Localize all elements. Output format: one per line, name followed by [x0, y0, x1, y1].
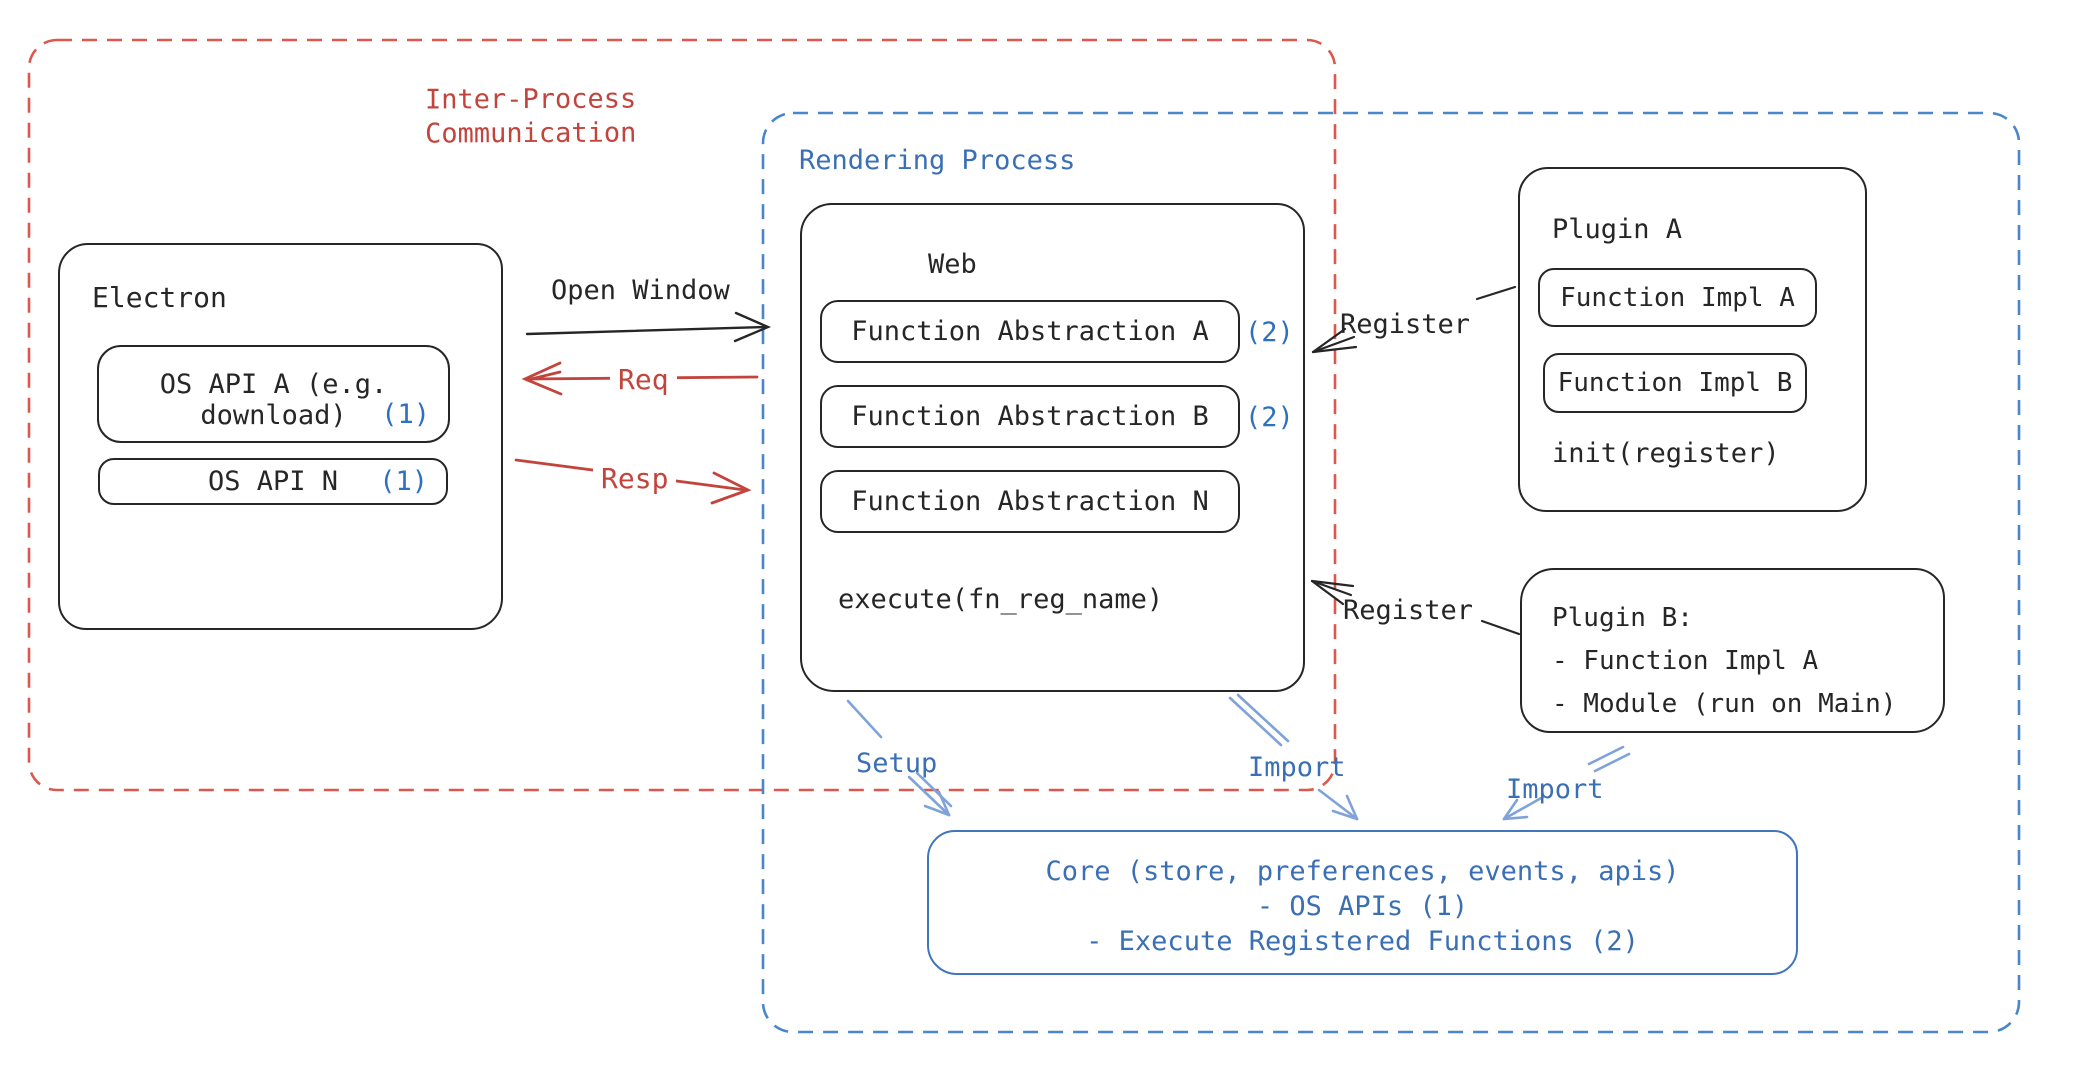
- core-line-execute: - Execute Registered Functions (2): [1086, 926, 1639, 957]
- function-abstraction-b-badge: (2): [1245, 402, 1294, 433]
- register-bottom-label: Register: [1343, 595, 1474, 626]
- ipc-region-label: Inter-Process Communication: [425, 83, 637, 152]
- plugin-b-item-module: - Module (run on Main): [1552, 689, 1897, 719]
- electron-title: Electron: [92, 281, 227, 314]
- resp-label: Resp: [593, 462, 677, 496]
- plugin-b-item-function-impl-a: - Function Impl A: [1552, 646, 1819, 676]
- function-abstraction-n-box: Function Abstraction N: [820, 470, 1240, 533]
- function-abstraction-n-label: Function Abstraction N: [851, 486, 1209, 517]
- web-title: Web: [928, 249, 977, 280]
- core-line-os-apis: - OS APIs (1): [1256, 891, 1469, 922]
- os-api-n-box: OS API N (1): [98, 458, 448, 505]
- os-api-n-label: OS API N: [207, 466, 339, 497]
- os-api-a-box: OS API A (e.g. download) (1): [97, 345, 450, 443]
- core-line-title: Core (store, preferences, events, apis): [1045, 856, 1680, 887]
- plugin-b-text: Plugin B: - Function Impl A - Module (ru…: [1552, 597, 1896, 726]
- open-window-label: Open Window: [551, 275, 730, 306]
- os-api-a-badge: (1): [381, 399, 430, 430]
- function-impl-b-box: Function Impl B: [1543, 353, 1807, 413]
- os-api-a-label-line1: OS API A (e.g.: [159, 369, 388, 400]
- import-mid-label: Import: [1248, 752, 1346, 783]
- function-abstraction-a-badge: (2): [1245, 317, 1294, 348]
- rendering-region-label: Rendering Process: [799, 145, 1076, 176]
- core-box: Core (store, preferences, events, apis) …: [927, 830, 1798, 975]
- execute-label: execute(fn_reg_name): [838, 584, 1164, 615]
- plugin-a-title: Plugin A: [1552, 214, 1683, 245]
- register-top-label: Register: [1340, 309, 1471, 340]
- os-api-n-badge: (1): [379, 466, 428, 497]
- function-impl-b-label: Function Impl B: [1557, 368, 1793, 398]
- function-impl-a-box: Function Impl A: [1538, 268, 1817, 327]
- ipc-region-label-line1: Inter-Process: [424, 83, 637, 116]
- plugin-a-init-label: init(register): [1552, 438, 1780, 469]
- function-impl-a-label: Function Impl A: [1560, 282, 1795, 313]
- plugin-b-title: Plugin B:: [1552, 603, 1693, 633]
- function-abstraction-b-box: Function Abstraction B: [820, 385, 1240, 448]
- req-label: Req: [610, 363, 677, 397]
- ipc-region-label-line2: Communication: [425, 117, 637, 150]
- function-abstraction-a-box: Function Abstraction A: [820, 300, 1240, 363]
- import-right-label: Import: [1506, 774, 1604, 805]
- function-abstraction-b-label: Function Abstraction B: [851, 401, 1209, 432]
- function-abstraction-a-label: Function Abstraction A: [851, 316, 1209, 347]
- setup-label: Setup: [856, 748, 938, 779]
